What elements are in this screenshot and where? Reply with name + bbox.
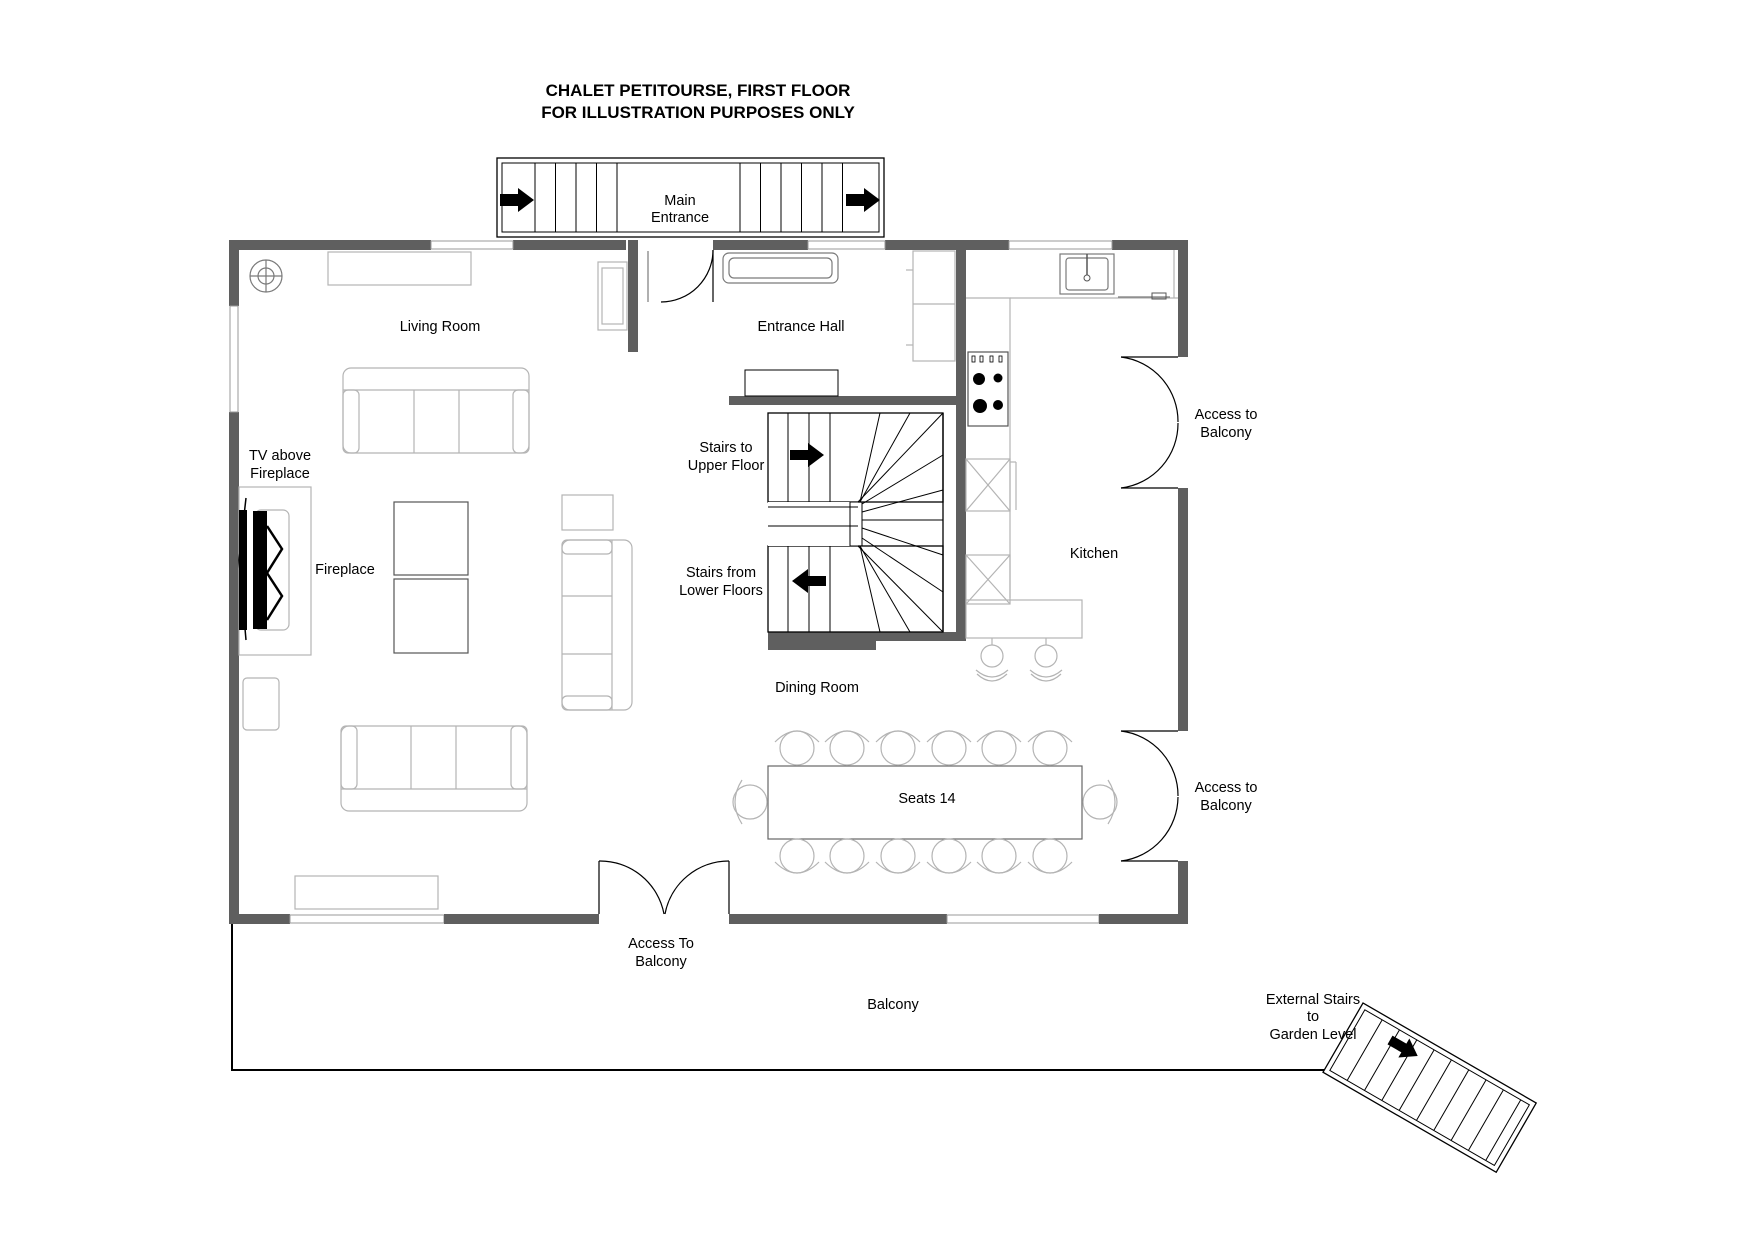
fireplace-label: Fireplace	[315, 562, 375, 578]
bar-stool-icon	[1029, 638, 1063, 682]
chair-icon	[976, 838, 1022, 874]
console-table	[744, 369, 839, 397]
external-stairs-label-1: External Stairs	[1266, 992, 1360, 1008]
sofa-bottom	[340, 725, 528, 812]
door-swing-icon	[1120, 356, 1179, 489]
chair-icon	[875, 730, 921, 766]
chair-icon	[774, 730, 820, 766]
sofa-right	[561, 539, 633, 711]
arrow-left-icon	[792, 569, 826, 593]
chair-icon	[926, 838, 972, 874]
stairs-up-label-1: Stairs to	[699, 440, 752, 456]
chair-icon	[976, 730, 1022, 766]
chair-icon	[1027, 730, 1073, 766]
kitchen-label: Kitchen	[1070, 546, 1118, 562]
stairs-down-label-2: Lower Floors	[679, 583, 763, 599]
hall-bench	[722, 252, 839, 284]
chair-icon	[1027, 838, 1073, 874]
main-entrance-label-2: Entrance	[651, 210, 709, 226]
chair-icon	[732, 779, 768, 825]
chair-icon	[824, 730, 870, 766]
access-balcony-upper-label-2: Balcony	[1200, 425, 1252, 441]
wood-stove	[249, 259, 283, 293]
plan-title-line1: CHALET PETITOURSE, FIRST FLOOR	[546, 81, 851, 100]
chair-icon	[926, 730, 972, 766]
arrow-right-icon	[846, 188, 880, 212]
access-balcony-lower-label-2: Balcony	[1200, 798, 1252, 814]
coffee-table-1	[393, 501, 469, 576]
living-room-label: Living Room	[400, 319, 481, 335]
external-stairs	[1322, 1002, 1538, 1174]
bar-stool-icon	[975, 638, 1009, 682]
bench	[294, 875, 439, 910]
armchair	[242, 677, 280, 731]
wardrobe	[906, 250, 956, 362]
external-stairs-label-2: to	[1307, 1009, 1319, 1025]
front-door	[647, 249, 714, 303]
access-to-balcony-label-1: Access To	[628, 936, 694, 952]
dining-table	[767, 765, 1083, 840]
chair-icon	[824, 838, 870, 874]
stairs-up-label-2: Upper Floor	[688, 458, 765, 474]
walls	[229, 240, 1188, 924]
plan-title-line2: FOR ILLUSTRATION PURPOSES ONLY	[541, 103, 855, 122]
appliance-tap	[1118, 292, 1170, 300]
sideboard	[327, 251, 472, 286]
sofa-top	[342, 367, 530, 454]
sink-icon	[1059, 253, 1115, 295]
side-table	[561, 494, 614, 531]
door-swing-icon	[598, 860, 730, 915]
fireplace	[238, 486, 312, 656]
access-balcony-upper-label-1: Access to	[1195, 407, 1258, 423]
chair-icon	[1082, 779, 1118, 825]
chair-icon	[875, 838, 921, 874]
access-balcony-lower-label-1: Access to	[1195, 780, 1258, 796]
external-stairs-label-3: Garden Level	[1269, 1027, 1356, 1043]
balcony-label: Balcony	[867, 997, 919, 1013]
chair-icon	[774, 838, 820, 874]
tv-above-label-1: TV above	[249, 448, 311, 464]
seats-label: Seats 14	[898, 791, 955, 807]
balcony-outline	[231, 924, 1355, 1071]
entrance-hall-label: Entrance Hall	[757, 319, 844, 335]
kitchen-counter	[965, 250, 1178, 639]
tv-above-label-2: Fireplace	[250, 466, 310, 482]
bookcase	[597, 261, 628, 331]
arrow-right-icon	[790, 443, 824, 467]
dining-room-label: Dining Room	[775, 680, 859, 696]
access-to-balcony-label-2: Balcony	[635, 954, 687, 970]
main-entrance-label-1: Main	[664, 193, 695, 209]
arrow-right-icon	[500, 188, 534, 212]
hob-icon	[967, 351, 1009, 427]
stairs-down-label-1: Stairs from	[686, 565, 756, 581]
central-staircase	[767, 412, 944, 633]
door-swing-icon	[1120, 730, 1179, 862]
coffee-table-2	[393, 578, 469, 654]
arrow-right-icon	[1387, 1035, 1418, 1058]
